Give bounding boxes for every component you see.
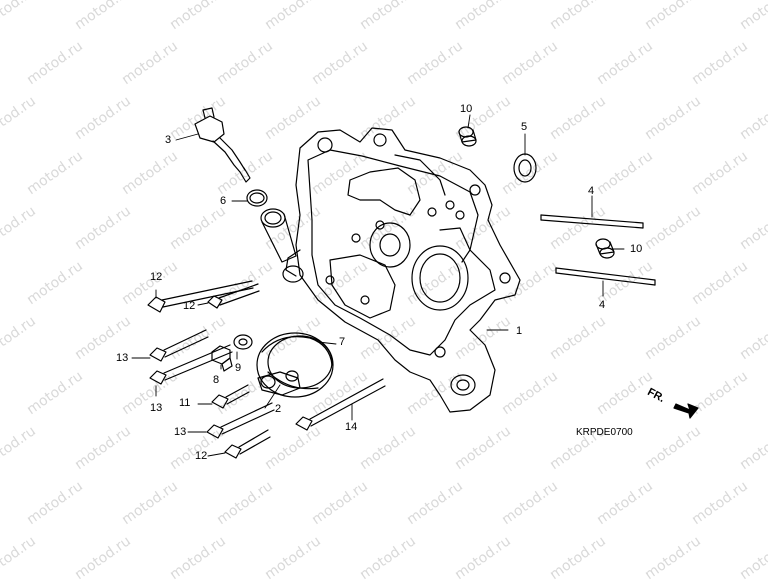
bolt-11 [211,384,250,409]
dowel-10-right [595,238,615,259]
callout-3: 3 [165,134,172,146]
callout-10-top: 10 [460,103,473,115]
stud-4-top [540,214,644,229]
sensor-part [194,107,251,183]
callout-8: 8 [213,374,220,386]
bolt-14 [295,378,386,431]
callout-5: 5 [521,121,528,133]
bolt-13-mid [149,344,233,385]
crankcase-cover [285,127,521,413]
bolt-12-top [147,280,254,313]
callout-12-mid: 12 [183,300,196,312]
callout-4-top: 4 [588,185,595,197]
callout-11: 11 [179,397,191,409]
callout-12-top: 12 [150,271,163,283]
callout-13-bottom: 13 [174,426,187,438]
bolt-12-mid [207,283,260,309]
front-arrow-icon [673,403,699,419]
callout-1: 1 [516,325,523,337]
side-cover-assembly [256,332,334,398]
callout-14: 14 [345,421,358,433]
stud-4-bottom [555,267,656,286]
bolt-13-top [149,329,209,362]
pipe-fitting [260,208,304,283]
callout-13-top: 13 [116,352,129,364]
diagram-code: KRPDE0700 [576,427,633,438]
bolt-13-bottom [206,402,275,439]
bolt-8 [211,345,233,372]
callout-4-bottom: 4 [599,299,606,311]
washer-9 [233,334,253,350]
callout-9: 9 [235,362,242,374]
dowel-10-top [458,126,477,147]
bolt-12-bottom [224,429,271,459]
callout-10-right: 10 [630,243,643,255]
seal-5 [513,153,537,183]
callout-2: 2 [275,403,282,415]
o-ring [246,189,268,207]
callout-12-bottom: 12 [195,450,208,462]
callout-13-mid: 13 [150,402,163,414]
callout-6: 6 [220,195,227,207]
callout-7: 7 [339,336,346,348]
